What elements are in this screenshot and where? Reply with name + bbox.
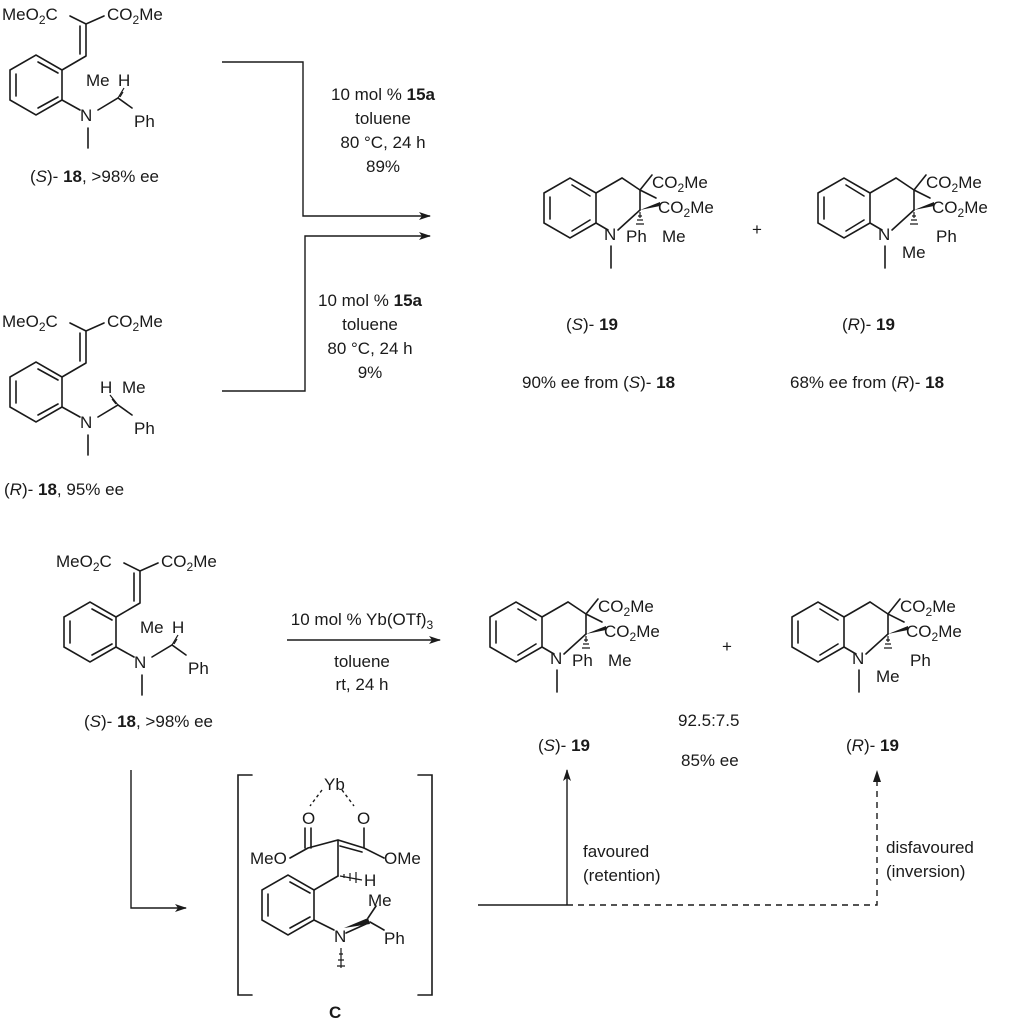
hydrogen: H xyxy=(172,618,184,637)
reactant-r-18: MeO2C CO2Me N H Me Ph (R)- 18, 95% ee xyxy=(2,312,163,499)
reactant-s-18-label: (S)- 18, >98% ee xyxy=(30,167,159,186)
ester-right: CO2Me xyxy=(107,312,163,334)
arrow-from-s-18 xyxy=(222,61,431,220)
disfavoured-label-1: disfavoured xyxy=(886,838,974,857)
reactant-r-18-label: (R)- 18, 95% ee xyxy=(4,480,124,499)
methoxy-right: OMe xyxy=(384,849,421,868)
methyl: Me xyxy=(368,891,392,910)
ester-left: MeO2C xyxy=(2,312,58,334)
ester-2: CO2Me xyxy=(932,198,988,220)
disfavoured-label-2: (inversion) xyxy=(886,862,965,881)
product-s-19-bottom: N CO2Me CO2Me Me Ph (S)- 19 xyxy=(489,597,660,755)
product-s-19: N CO2Me CO2Me Me Ph (S)- 19 90% ee from … xyxy=(522,173,714,392)
nitrogen: N xyxy=(550,649,562,668)
wedge-iminium xyxy=(344,918,370,928)
reactant-s-18-bottom: MeO2C CO2Me N Me H Ph (S)- 18, >98% ee xyxy=(56,552,217,731)
svg-text:89%: 89% xyxy=(366,157,400,176)
svg-text:rt, 24 h: rt, 24 h xyxy=(336,675,389,694)
nitrogen: N xyxy=(134,653,146,672)
svg-text:80 °C, 24 h: 80 °C, 24 h xyxy=(327,339,412,358)
ester-1: CO2Me xyxy=(926,173,982,195)
product-r-19-label: (R)- 19 xyxy=(842,315,895,334)
phenyl: Ph xyxy=(936,227,957,246)
ester-right: CO2Me xyxy=(161,552,217,574)
svg-text:toluene: toluene xyxy=(342,315,398,334)
wedge-bond xyxy=(640,202,660,210)
methyl: Me xyxy=(902,243,926,262)
ester-1: CO2Me xyxy=(598,597,654,619)
phenyl: Ph xyxy=(188,659,209,678)
intermediate-c: Yb O O MeO OMe H N Me Ph C xyxy=(237,774,433,1022)
nitrogen: N xyxy=(80,413,92,432)
methyl: Me xyxy=(876,667,900,686)
phenyl: Ph xyxy=(384,929,405,948)
favoured-label-1: favoured xyxy=(583,842,649,861)
product-r-19-bottom: N CO2Me CO2Me Ph Me (R)- 19 xyxy=(791,597,962,755)
ratio: 92.5:7.5 xyxy=(678,711,739,730)
ester-2: CO2Me xyxy=(658,198,714,220)
phenyl: Ph xyxy=(572,651,593,670)
svg-text:10 mol % 15a: 10 mol % 15a xyxy=(331,85,436,104)
ester-left: MeO2C xyxy=(56,552,112,574)
conditions-upper: 10 mol % 15a toluene 80 °C, 24 h 89% xyxy=(331,85,436,176)
wedge-bond xyxy=(914,202,934,210)
ee-value: 85% ee xyxy=(681,751,739,770)
wedge-bond xyxy=(586,626,606,634)
conditions-lower: 10 mol % 15a toluene 80 °C, 24 h 9% xyxy=(318,291,423,382)
phenyl: Ph xyxy=(134,419,155,438)
nitrogen: N xyxy=(80,106,92,125)
nitrogen: N xyxy=(878,225,890,244)
oxygen-left: O xyxy=(302,809,315,828)
bracket-right xyxy=(417,774,433,996)
plus-sign-top: + xyxy=(752,220,762,239)
product-r-19-ee: 68% ee from (R)- 18 xyxy=(790,373,944,392)
ester-right: CO2Me xyxy=(107,5,163,27)
reactant-s-18-bottom-label: (S)- 18, >98% ee xyxy=(84,712,213,731)
nitrogen: N xyxy=(604,225,616,244)
svg-text:10 mol % 15a: 10 mol % 15a xyxy=(318,291,423,310)
product-r-19: N CO2Me CO2Me Ph Me (R)- 19 68% ee from … xyxy=(790,173,988,392)
svg-text:9%: 9% xyxy=(358,363,383,382)
disfavoured-arrowhead xyxy=(873,770,881,782)
ester-2: CO2Me xyxy=(906,622,962,644)
svg-text:80 °C, 24 h: 80 °C, 24 h xyxy=(340,133,425,152)
methyl: Me xyxy=(140,618,164,637)
oxygen-right: O xyxy=(357,809,370,828)
conditions-yb: 10 mol % Yb(OTf)3 toluene rt, 24 h xyxy=(291,610,434,694)
methyl: Me xyxy=(86,71,110,90)
reactant-s-18: MeO2C CO2Me N Me H Ph (S)- 18, >98% ee xyxy=(2,5,163,186)
phenyl: Ph xyxy=(910,651,931,670)
favoured-label-2: (retention) xyxy=(583,866,660,885)
wedge-bond xyxy=(888,626,908,634)
hydrogen: H xyxy=(100,378,112,397)
ester-1: CO2Me xyxy=(652,173,708,195)
methyl: Me xyxy=(608,651,632,670)
intermediate-label: C xyxy=(329,1003,341,1022)
plus-sign-bottom: + xyxy=(722,637,732,656)
ester-2: CO2Me xyxy=(604,622,660,644)
methyl: Me xyxy=(122,378,146,397)
product-s-19-bottom-label: (S)- 19 xyxy=(538,736,590,755)
phenyl: Ph xyxy=(626,227,647,246)
svg-text:toluene: toluene xyxy=(355,109,411,128)
arrow-from-r-18 xyxy=(222,232,431,392)
hydrogen: H xyxy=(118,71,130,90)
methoxy-left: MeO xyxy=(250,849,287,868)
phenyl: Ph xyxy=(134,112,155,131)
product-s-19-ee: 90% ee from (S)- 18 xyxy=(522,373,675,392)
ester-left: MeO2C xyxy=(2,5,58,27)
svg-text:toluene: toluene xyxy=(334,652,390,671)
nitrogen: N xyxy=(852,649,864,668)
product-s-19-label: (S)- 19 xyxy=(566,315,618,334)
ester-1: CO2Me xyxy=(900,597,956,619)
hydrogen: H xyxy=(364,871,376,890)
svg-text:10 mol % Yb(OTf)3: 10 mol % Yb(OTf)3 xyxy=(291,610,434,632)
methyl: Me xyxy=(662,227,686,246)
nitrogen: N xyxy=(334,927,346,946)
arrow-to-intermediate xyxy=(130,770,187,912)
ytterbium: Yb xyxy=(324,775,345,794)
product-r-19-bottom-label: (R)- 19 xyxy=(846,736,899,755)
bracket-left xyxy=(237,774,253,996)
disfavoured-dashed-line xyxy=(567,782,878,906)
